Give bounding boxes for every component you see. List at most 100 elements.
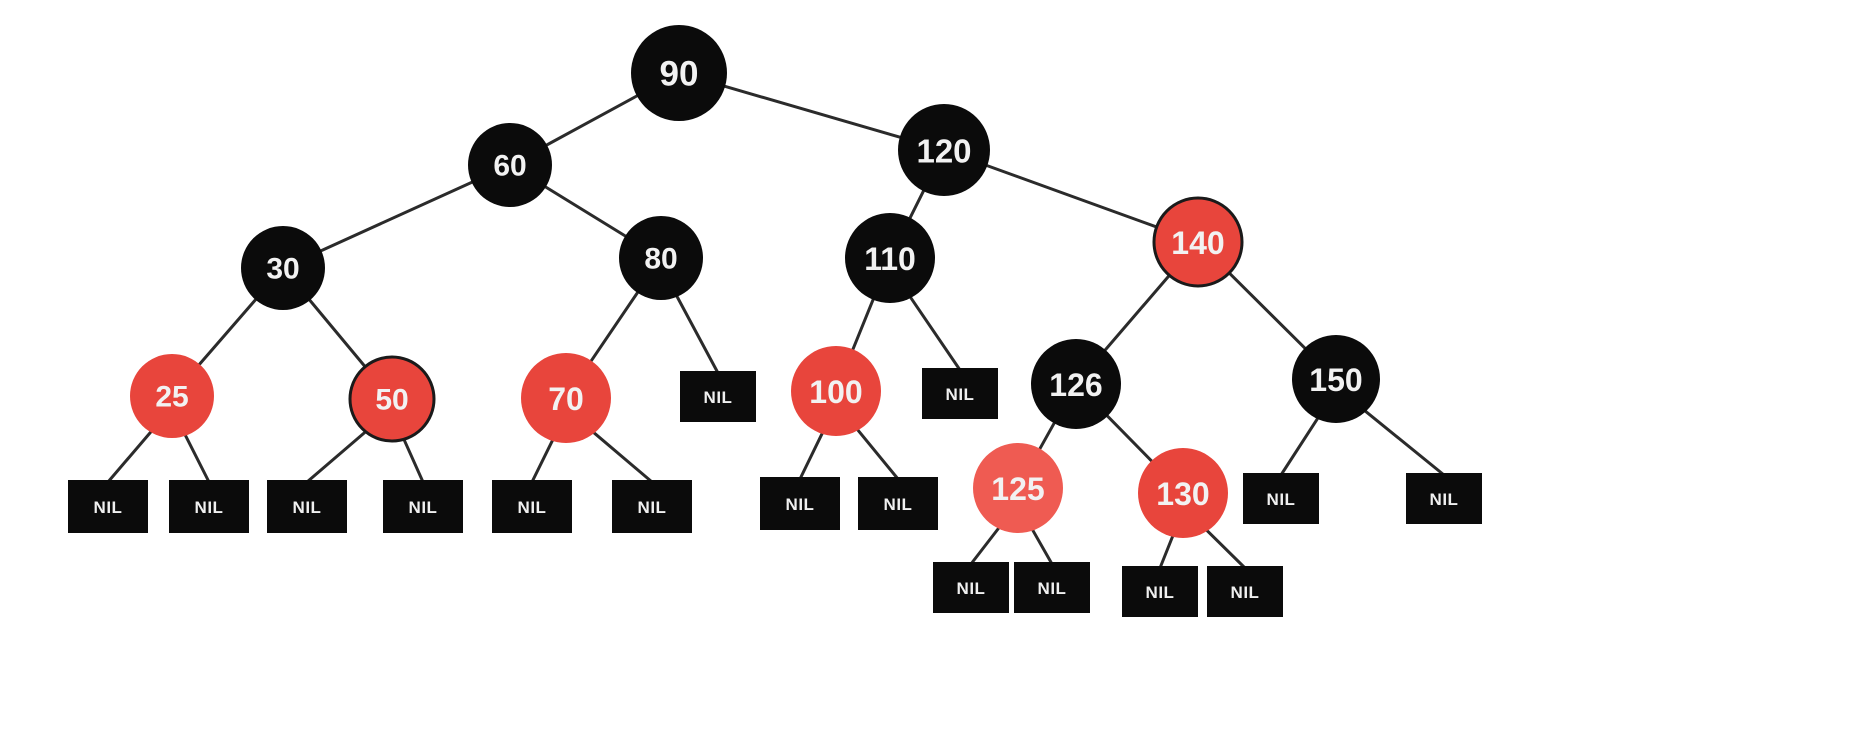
tree-edge	[1279, 415, 1320, 477]
tree-edge	[969, 525, 1002, 566]
nil-leaf-label: NIL	[518, 498, 547, 517]
tree-node-label: 25	[155, 381, 188, 414]
tree-node-circle	[348, 355, 436, 443]
tree-node-circle	[1138, 448, 1228, 538]
nil-leaf[interactable]: NIL	[267, 480, 347, 533]
tree-node-30[interactable]: 30	[241, 226, 325, 310]
tree-node-circle	[791, 346, 881, 436]
nil-leaf-box	[612, 480, 692, 533]
tree-node-50[interactable]: 50	[348, 355, 436, 443]
tree-node-100[interactable]: 100	[791, 346, 881, 436]
tree-edge	[183, 432, 211, 484]
nil-leaf[interactable]: NIL	[933, 562, 1009, 613]
tree-node-label: 120	[916, 133, 971, 170]
nil-leaf-label: NIL	[957, 579, 986, 598]
tree-node-circle	[1152, 196, 1244, 288]
tree-edge	[196, 296, 259, 368]
nil-leaf-box	[1014, 562, 1090, 613]
nil-leaf-label: NIL	[293, 498, 322, 517]
tree-node-120[interactable]: 120	[898, 104, 990, 196]
nil-leaf[interactable]: NIL	[169, 480, 249, 533]
tree-node-label: 90	[660, 55, 699, 94]
nil-leaf[interactable]: NIL	[383, 480, 463, 533]
nil-leaf-label: NIL	[1231, 583, 1260, 602]
nil-leaf[interactable]: NIL	[680, 371, 756, 422]
tree-edge	[907, 187, 926, 222]
tree-node-circle	[468, 123, 552, 207]
tree-edge	[908, 294, 962, 372]
nil-leaf-box	[267, 480, 347, 533]
tree-edge	[401, 435, 425, 484]
tree-edge	[305, 428, 369, 484]
nil-leaf-label: NIL	[704, 388, 733, 407]
nil-leaf-label: NIL	[1146, 583, 1175, 602]
nil-leaf-box	[933, 562, 1009, 613]
nil-leaf-box	[1207, 566, 1283, 617]
tree-node-125[interactable]: 125	[973, 443, 1063, 533]
nil-leaf[interactable]: NIL	[858, 477, 938, 530]
nil-leaf-label: NIL	[786, 495, 815, 514]
tree-node-90[interactable]: 90	[631, 25, 727, 121]
tree-edge	[1226, 270, 1308, 351]
nil-leaf[interactable]: NIL	[612, 480, 692, 533]
tree-edge	[1104, 413, 1155, 464]
tree-edge	[543, 93, 641, 148]
tree-edge	[850, 296, 876, 353]
tree-node-circle	[898, 104, 990, 196]
tree-node-label: 130	[1156, 476, 1209, 512]
nil-leaf-box	[169, 480, 249, 533]
nil-leaf-label: NIL	[195, 498, 224, 517]
tree-node-140[interactable]: 140	[1152, 196, 1244, 288]
tree-edge	[542, 184, 629, 239]
tree-node-circle	[845, 213, 935, 303]
tree-node-circle	[619, 216, 703, 300]
tree-node-25[interactable]: 25	[130, 354, 214, 438]
nil-leaf-label: NIL	[884, 495, 913, 514]
tree-node-130[interactable]: 130	[1138, 448, 1228, 538]
tree-node-60[interactable]: 60	[468, 123, 552, 207]
tree-edge	[530, 437, 555, 484]
tree-node-circle	[1292, 335, 1380, 423]
tree-edge	[588, 289, 641, 364]
tree-node-70[interactable]: 70	[521, 353, 611, 443]
tree-node-circle	[521, 353, 611, 443]
tree-node-label: 140	[1171, 225, 1224, 261]
tree-node-label: 60	[493, 150, 526, 183]
tree-edge	[1102, 272, 1173, 353]
tree-node-80[interactable]: 80	[619, 216, 703, 300]
nil-leaf-box	[68, 480, 148, 533]
nil-leaf[interactable]: NIL	[492, 480, 572, 533]
tree-edge	[1204, 527, 1247, 570]
nil-leaf[interactable]: NIL	[922, 368, 998, 419]
nil-leaf[interactable]: NIL	[1406, 473, 1482, 524]
nil-leaf[interactable]: NIL	[1243, 473, 1319, 524]
tree-node-150[interactable]: 150	[1292, 335, 1380, 423]
nil-leaf-box	[1122, 566, 1198, 617]
tree-edge	[106, 429, 154, 484]
nil-leaf-box	[1243, 473, 1319, 524]
nil-leaf[interactable]: NIL	[1207, 566, 1283, 617]
tree-node-circle	[973, 443, 1063, 533]
tree-edge	[855, 427, 900, 481]
tree-node-label: 125	[991, 471, 1044, 507]
tree-node-label: 50	[375, 384, 408, 417]
nil-leaf-label: NIL	[1038, 579, 1067, 598]
edge-layer	[106, 84, 1446, 570]
nil-leaf-box	[680, 371, 756, 422]
nil-leaf-label: NIL	[1267, 490, 1296, 509]
tree-edge	[1037, 420, 1057, 452]
nil-leaf[interactable]: NIL	[760, 477, 840, 530]
tree-edge	[307, 297, 368, 370]
nil-leaf[interactable]: NIL	[1014, 562, 1090, 613]
nil-leaf[interactable]: NIL	[1122, 566, 1198, 617]
tree-node-circle	[130, 354, 214, 438]
nil-leaf-box	[1406, 473, 1482, 524]
tree-edge	[798, 430, 825, 481]
tree-node-110[interactable]: 110	[845, 213, 935, 303]
tree-node-126[interactable]: 126	[1031, 339, 1121, 429]
tree-node-label: 70	[548, 381, 584, 417]
tree-edge	[1362, 408, 1446, 477]
nil-leaf-box	[922, 368, 998, 419]
nil-leaf[interactable]: NIL	[68, 480, 148, 533]
tree-node-label: 100	[809, 374, 862, 410]
